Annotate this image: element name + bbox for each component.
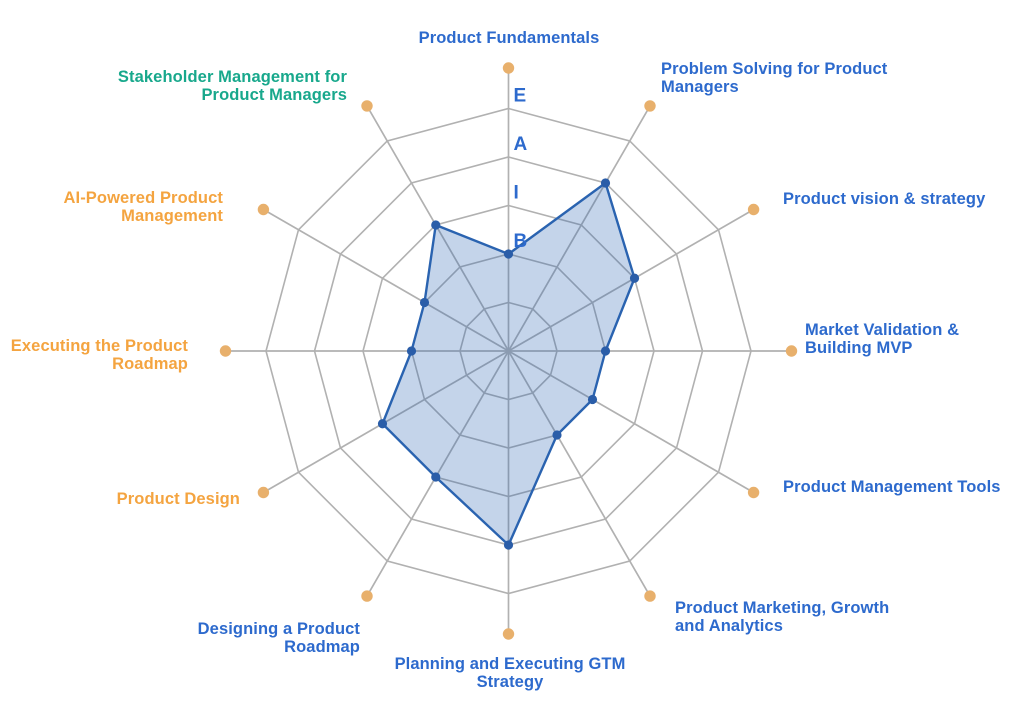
data-point-dot: [587, 394, 598, 405]
axis-label-product-vision-strategy: Product vision & strategy: [783, 190, 986, 208]
level-tick-label: B: [514, 231, 528, 252]
axis-spoke: [507, 105, 651, 352]
level-tick-label: A: [514, 134, 528, 155]
axis-end-dot: [361, 590, 373, 602]
axis-spoke: [507, 350, 651, 597]
axis-label-problem-solving: Problem Solving for Product Managers: [661, 60, 888, 96]
data-point-dot: [377, 419, 388, 429]
axis-end-dot: [257, 203, 270, 216]
grid-ring: [459, 301, 558, 401]
axis-spoke: [262, 208, 509, 352]
axis-label-ai-powered-pm: AI-Powered Product Management: [63, 189, 223, 225]
axis-label-product-design: Product Design: [116, 490, 240, 508]
data-point-dot: [600, 346, 611, 356]
axis-end-dot: [502, 628, 515, 640]
data-point-dot: [503, 540, 514, 550]
data-point-dot: [406, 346, 417, 356]
level-tick-label: E: [514, 86, 527, 107]
axis-end-dot: [257, 486, 270, 499]
axis-end-dot: [644, 590, 656, 602]
data-point-dot: [431, 220, 441, 230]
data-point-dot: [431, 472, 441, 482]
axis-label-designing-product-roadmap: Designing a Product Roadmap: [197, 620, 360, 656]
axis-end-dot: [644, 100, 656, 112]
axis-spoke: [508, 350, 755, 494]
data-point-dot: [552, 430, 562, 440]
axis-label-product-marketing-growth: Product Marketing, Growth and Analytics: [675, 599, 890, 635]
level-tick-label: I: [514, 183, 519, 204]
axis-label-product-fundamentals: Product Fundamentals: [418, 29, 600, 47]
data-point-dot: [629, 273, 640, 283]
axis-end-dot: [502, 62, 515, 74]
axis-label-product-management-tools: Product Management Tools: [783, 478, 1001, 496]
data-point-dot: [600, 178, 611, 188]
axis-end-dot: [747, 486, 760, 499]
axis-label-stakeholder-management: Stakeholder Management for Product Manag…: [117, 68, 347, 104]
axis-end-dot: [747, 203, 760, 216]
axis-label-market-validation-mvp: Market Validation & Building MVP: [805, 321, 960, 357]
axis-label-executing-product-roadmap: Executing the Product Roadmap: [10, 337, 188, 373]
axis-end-dot: [785, 345, 798, 357]
data-point-dot: [419, 297, 430, 308]
data-point-dot: [503, 249, 514, 259]
axis-label-planning-gtm-strategy: Planning and Executing GTM Strategy: [394, 655, 626, 691]
grid-ring: [265, 107, 752, 595]
axis-end-dot: [361, 100, 373, 112]
axis-end-dot: [219, 345, 232, 357]
